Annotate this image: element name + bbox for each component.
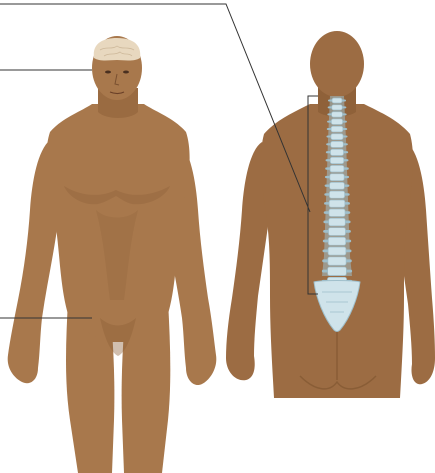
vertebra xyxy=(331,134,343,140)
vertebra xyxy=(330,165,344,172)
vertebra xyxy=(331,141,344,147)
vertebra xyxy=(330,182,345,189)
back-figure xyxy=(226,31,435,398)
back-head xyxy=(310,31,364,97)
vertebra xyxy=(330,157,343,163)
vertebra xyxy=(328,247,346,255)
vertebra xyxy=(331,119,342,125)
vertebra xyxy=(329,228,346,236)
vertebra xyxy=(328,257,346,265)
vertebra xyxy=(332,105,342,110)
vertebra xyxy=(329,209,345,216)
right-eye xyxy=(123,71,129,74)
vertebra xyxy=(331,126,343,132)
left-eye xyxy=(105,71,111,74)
vertebra xyxy=(328,267,347,275)
vertebra xyxy=(329,200,345,207)
vertebra xyxy=(332,98,342,103)
vertebra xyxy=(328,237,345,245)
vertebra xyxy=(329,191,344,198)
vertebra xyxy=(330,174,344,181)
vertebra xyxy=(332,112,343,117)
vertebra xyxy=(330,149,343,155)
vertebra xyxy=(329,218,346,226)
front-figure xyxy=(8,36,217,473)
